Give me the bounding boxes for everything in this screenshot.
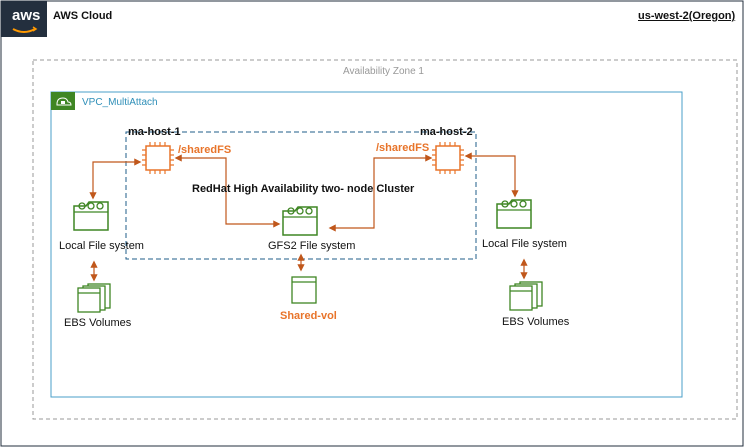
gfs2-label: GFS2 File system [268, 240, 356, 252]
local-fs-folder-icon-right [496, 199, 532, 229]
connector-host1-gfs2 [174, 154, 281, 228]
connector-host1-localfs [89, 158, 142, 200]
ebs-label-left: EBS Volumes [64, 317, 132, 329]
cluster-label: RedHat High Availability two- node Clust… [192, 183, 415, 195]
vpc-boundary [50, 91, 683, 398]
local-fs-folder-icon-left [73, 201, 109, 231]
local-fs-label-left: Local File system [59, 240, 144, 252]
host-2-mount: /sharedFS [376, 142, 430, 154]
shared-volume-icon [291, 276, 317, 304]
ec2-instance-icon-host-1 [142, 142, 174, 174]
vpc-label: VPC_MultiAttach [82, 97, 158, 108]
shared-volume-label: Shared-vol [280, 310, 337, 322]
availability-zone-label: Availability Zone 1 [343, 66, 424, 77]
region-label: us-west-2(Oregon) [638, 10, 736, 22]
availability-zone-boundary [32, 59, 738, 420]
host-2-name: ma-host-2 [420, 126, 473, 138]
ec2-instance-icon-host-2 [432, 142, 464, 174]
local-fs-label-right: Local File system [482, 238, 567, 250]
aws-logo-text: aws [12, 7, 41, 24]
gfs2-folder-icon [282, 206, 318, 236]
connector-host2-gfs2 [328, 154, 433, 232]
connector-host2-localfs [464, 152, 519, 198]
host-1-mount: /sharedFS [178, 144, 232, 156]
vpc-icon [51, 92, 75, 110]
host-1-name: ma-host-1 [128, 126, 181, 138]
ebs-volumes-icon-left [77, 283, 111, 313]
ebs-label-right: EBS Volumes [502, 316, 570, 328]
ebs-volumes-icon-right [509, 281, 543, 311]
aws-cloud-title: AWS Cloud [53, 10, 113, 22]
aws-logo-icon [1, 1, 47, 37]
